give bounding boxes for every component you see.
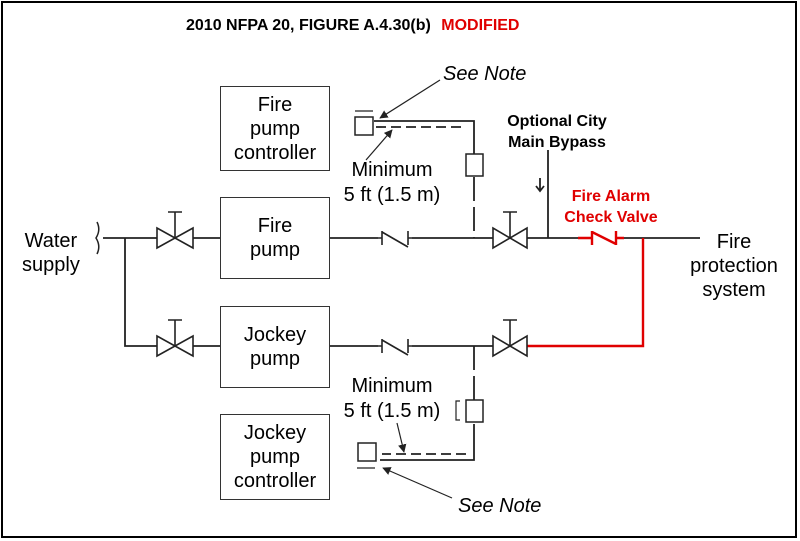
- jockey-pump-check-valve: [378, 339, 412, 356]
- title-text: 2010 NFPA 20, FIGURE A.4.30(b): [186, 17, 431, 34]
- bypass-tick-head: [535, 185, 545, 193]
- note-arrows: [365, 79, 453, 499]
- minimum-distance-top-label: Minimum 5 ft (1.5 m): [343, 159, 441, 206]
- minimum-distance-bottom-label: Minimum 5 ft (1.5 m): [343, 375, 441, 422]
- fire-pump-check-valve: [378, 231, 412, 248]
- see-note-bottom-label: See Note: [458, 495, 542, 517]
- see-note-bottom-arrow: [382, 467, 453, 499]
- discharge-valve-jockey: [492, 319, 528, 358]
- sensing-line-bottom: [380, 424, 475, 461]
- fire-pump-box: Fire pump: [220, 197, 330, 279]
- pipe-lines: [103, 120, 700, 461]
- gate-valves: [156, 211, 528, 358]
- see-note-top-label: See Note: [443, 63, 527, 85]
- supply-riser: [124, 238, 157, 347]
- title-modified: MODIFIED: [441, 17, 520, 34]
- suction-valve-fire: [156, 211, 194, 250]
- minimum-top-arrow: [365, 129, 393, 161]
- check-valves: [378, 231, 412, 356]
- fire-alarm-check-valve-label: Fire Alarm Check Valve: [564, 188, 658, 226]
- bracket-bottom: [455, 400, 460, 421]
- fire-protection-system-label: Fire protection system: [690, 231, 778, 301]
- alarm-check-line: [527, 230, 645, 348]
- suction-valve-jockey: [156, 319, 194, 358]
- fitting-controller-bottom: [357, 442, 377, 462]
- water-supply-label: Water supply: [22, 230, 80, 276]
- jockey-to-system-red: [527, 238, 645, 348]
- fire-pump-controller-box: Fire pump controller: [220, 86, 330, 171]
- optional-bypass-label: Optional City Main Bypass: [507, 113, 607, 151]
- see-note-top-arrow: [379, 79, 441, 119]
- water-supply-brace: [95, 221, 100, 255]
- alarm-check-valve-mark: [578, 230, 624, 246]
- diagram-title: 2010 NFPA 20, FIGURE A.4.30(b) MODIFIED: [186, 18, 519, 34]
- minimum-bottom-arrow: [396, 422, 407, 453]
- fitting-line-bottom: [465, 399, 484, 423]
- discharge-valve-fire: [492, 211, 528, 250]
- jockey-pump-box: Jockey pump: [220, 306, 330, 388]
- jockey-pump-controller-box: Jockey pump controller: [220, 414, 330, 500]
- sensing-line-top: [374, 120, 475, 154]
- fitting-line-top: [465, 153, 484, 177]
- sensing-fittings: [354, 116, 484, 462]
- fitting-controller-top: [354, 116, 374, 136]
- fitting-accents: [355, 110, 460, 469]
